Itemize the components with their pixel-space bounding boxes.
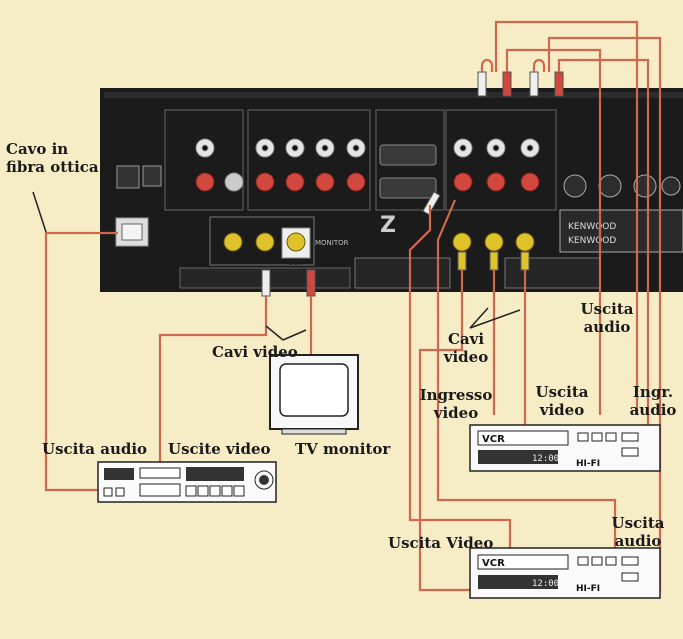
receiver-rear-panel: KENWOOD KENWOOD Z MONITOR OUT bbox=[100, 88, 683, 292]
label-tv-monitor: TV monitor bbox=[295, 440, 391, 458]
vcr-upper-clock: 12:00 bbox=[532, 454, 559, 464]
label-audio-in: Ingr. audio bbox=[625, 383, 681, 419]
receiver-logo-2: KENWOOD bbox=[568, 236, 616, 246]
receiver-logo: KENWOOD bbox=[568, 222, 616, 232]
label-audio-out-bottom: Uscita audio bbox=[610, 514, 666, 550]
label-fiber-cable: Cavo in fibra ottica bbox=[6, 140, 99, 176]
receiver-model-logo: Z bbox=[380, 213, 396, 238]
vcr-lower-hifi: HI-FI bbox=[576, 584, 600, 594]
label-video-out-right-line1: Uscita bbox=[535, 383, 589, 401]
label-audio-out-right-line1: Uscita bbox=[580, 300, 634, 318]
label-video-out-right-line2: video bbox=[539, 401, 585, 419]
label-video-cables-left: Cavi video bbox=[212, 343, 298, 361]
label-audio-in-line2: audio bbox=[629, 401, 677, 419]
monitor-jack-label: MONITOR bbox=[315, 239, 349, 247]
cassette-deck bbox=[97, 461, 277, 503]
label-audio-in-line1: Ingr. bbox=[632, 383, 674, 401]
label-video-out-right: Uscita video bbox=[530, 383, 594, 419]
pointer-lines bbox=[32, 191, 521, 341]
out-jack-label: OUT bbox=[288, 259, 304, 267]
label-video-in-line1: Ingresso bbox=[419, 386, 493, 404]
label-audio-out-left: Uscita audio bbox=[42, 440, 148, 458]
tv-monitor bbox=[269, 354, 359, 435]
label-video-cables-right-line1: Cavi bbox=[447, 330, 485, 348]
label-fiber-cable-line1: Cavo in bbox=[6, 140, 69, 158]
cables bbox=[44, 20, 662, 592]
vcr-lower-label: VCR bbox=[482, 558, 505, 569]
label-audio-out-right: Uscita audio bbox=[572, 300, 642, 336]
vcr-lower-clock: 12:00 bbox=[532, 579, 559, 589]
label-audio-out-bottom-line1: Uscita bbox=[611, 514, 665, 532]
label-fiber-cable-line2: fibra ottica bbox=[6, 158, 99, 176]
label-audio-out-right-line2: audio bbox=[583, 318, 631, 336]
vcr-upper: VCR 12:00 HI-FI bbox=[469, 424, 661, 472]
label-video-cables-right-line2: video bbox=[443, 348, 489, 366]
top-plugs bbox=[261, 71, 564, 297]
vcr-upper-label: VCR bbox=[482, 434, 505, 445]
vcr-upper-hifi: HI-FI bbox=[576, 459, 600, 469]
label-video-out-bottom: Uscita Video bbox=[388, 534, 494, 552]
label-video-in-line2: video bbox=[433, 404, 479, 422]
label-audio-out-bottom-line2: audio bbox=[614, 532, 662, 550]
label-video-outs-left: Uscite video bbox=[168, 440, 271, 458]
label-video-in: Ingresso video bbox=[418, 386, 494, 422]
label-video-cables-right: Cavi video bbox=[436, 330, 496, 366]
vcr-lower: VCR 12:00 HI-FI bbox=[469, 547, 661, 599]
